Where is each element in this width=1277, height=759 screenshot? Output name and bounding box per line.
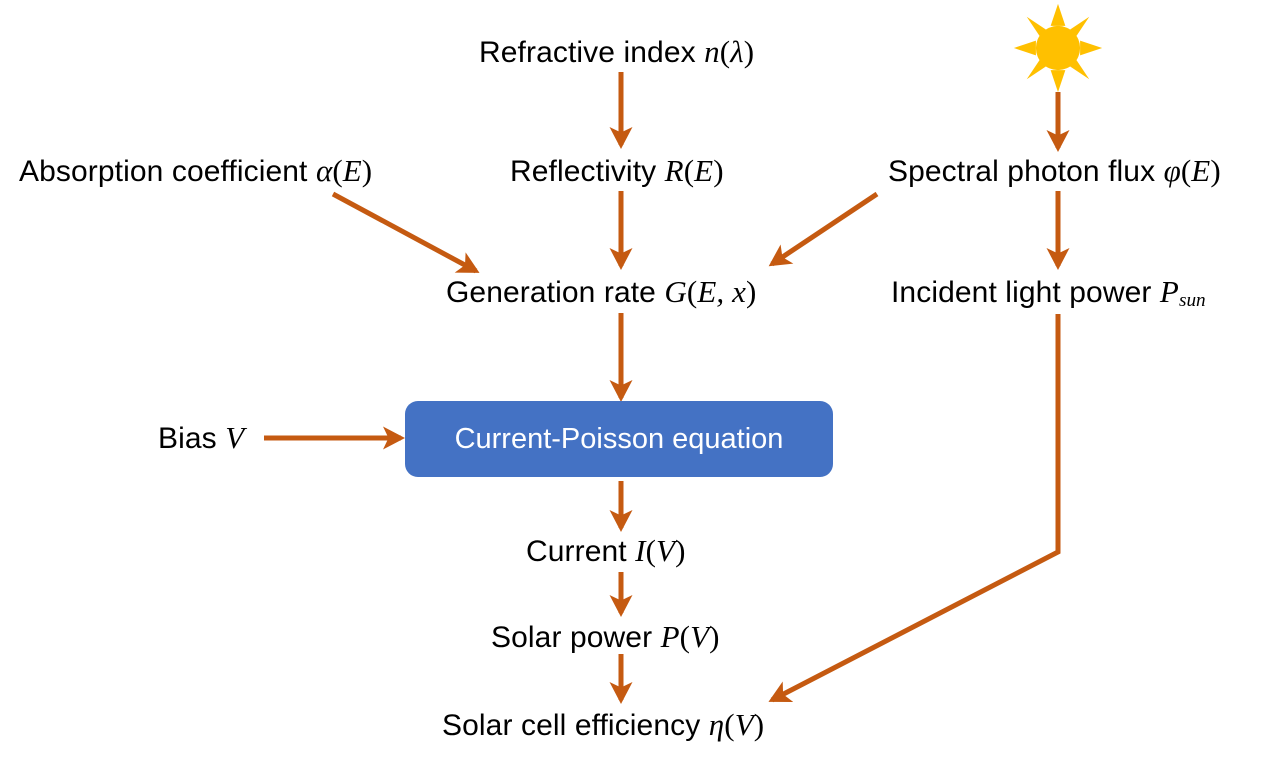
arrow-absorption-coefficient-to-generation-rate [331, 191, 480, 274]
node-generation-rate-symbol: G [664, 274, 687, 309]
node-reflectivity-prefix: Reflectivity [510, 155, 665, 188]
node-generation-rate-paren-open: ( [686, 274, 698, 309]
node-solar-cell-efficiency-paren-open: ( [724, 707, 735, 742]
node-refractive-index-arg: λ [730, 34, 744, 69]
node-current-paren-open: ( [645, 533, 657, 568]
node-solar-power-symbol: P [660, 619, 680, 654]
arrow-incident-light-power-to-efficiency [768, 314, 1061, 703]
node-absorption-coefficient-arg: E [342, 153, 362, 188]
node-refractive-index-paren-close: ) [743, 34, 755, 69]
sun-icon [1013, 3, 1103, 93]
node-reflectivity: Reflectivity R(E) [510, 155, 724, 187]
arrow-spectral-photon-flux-to-generation-rate [768, 191, 879, 267]
node-absorption-coefficient: Absorption coefficient α(E) [19, 155, 372, 187]
node-spectral-photon-flux-paren-close: ) [1210, 153, 1221, 188]
node-absorption-coefficient-symbol: α [315, 153, 333, 188]
node-refractive-index: Refractive index n(λ) [479, 36, 754, 68]
node-spectral-photon-flux-symbol: φ [1163, 153, 1181, 188]
node-incident-light-power-symbol: P [1159, 274, 1179, 309]
node-absorption-coefficient-paren-open: ( [332, 153, 343, 188]
node-spectral-photon-flux-prefix: Spectral photon flux [888, 155, 1164, 188]
node-spectral-photon-flux-paren-open: ( [1180, 153, 1192, 188]
node-current-arg: V [656, 533, 676, 568]
node-current: Current I(V) [526, 535, 686, 567]
node-reflectivity-paren-close: ) [713, 153, 724, 188]
node-reflectivity-arg: E [694, 153, 714, 188]
node-generation-rate-paren-close: ) [745, 274, 757, 309]
node-spectral-photon-flux: Spectral photon flux φ(E) [888, 155, 1221, 187]
current-poisson-equation-label: Current-Poisson equation [454, 422, 784, 455]
node-refractive-index-prefix: Refractive index [479, 36, 705, 69]
node-absorption-coefficient-paren-close: ) [361, 153, 373, 188]
node-refractive-index-paren-open: ( [719, 34, 731, 69]
node-solar-cell-efficiency-paren-close: ) [753, 707, 765, 742]
node-current-prefix: Current [526, 535, 636, 568]
node-solar-power-arg: V [690, 619, 710, 654]
node-absorption-coefficient-prefix: Absorption coefficient [19, 155, 316, 188]
node-generation-rate-arg: E, x [697, 274, 746, 309]
node-incident-light-power-prefix: Incident light power [891, 276, 1160, 309]
node-solar-cell-efficiency-arg: V [734, 707, 754, 742]
node-solar-cell-efficiency-symbol: η [708, 707, 725, 742]
node-incident-light-power: Incident light power Psun [891, 276, 1206, 310]
node-generation-rate-prefix: Generation rate [446, 276, 665, 309]
node-spectral-photon-flux-arg: E [1191, 153, 1211, 188]
current-poisson-equation-box[interactable]: Current-Poisson equation [405, 401, 833, 477]
node-bias: Bias V [158, 422, 244, 454]
node-reflectivity-symbol: R [664, 153, 684, 188]
node-solar-cell-efficiency: Solar cell efficiency η(V) [442, 709, 764, 741]
node-incident-light-power-subscript: sun [1178, 290, 1206, 312]
node-solar-power-prefix: Solar power [491, 621, 661, 654]
node-solar-power: Solar power P(V) [491, 621, 720, 653]
node-solar-power-paren-close: ) [709, 619, 720, 654]
node-current-symbol: I [635, 533, 646, 568]
node-bias-prefix: Bias [158, 422, 226, 455]
node-bias-symbol: V [225, 420, 245, 455]
node-solar-cell-efficiency-prefix: Solar cell efficiency [442, 709, 709, 742]
node-refractive-index-symbol: n [704, 34, 720, 69]
node-solar-power-paren-open: ( [679, 619, 691, 654]
node-generation-rate: Generation rate G(E, x) [446, 276, 756, 308]
node-reflectivity-paren-open: ( [683, 153, 695, 188]
node-current-paren-close: ) [675, 533, 686, 568]
